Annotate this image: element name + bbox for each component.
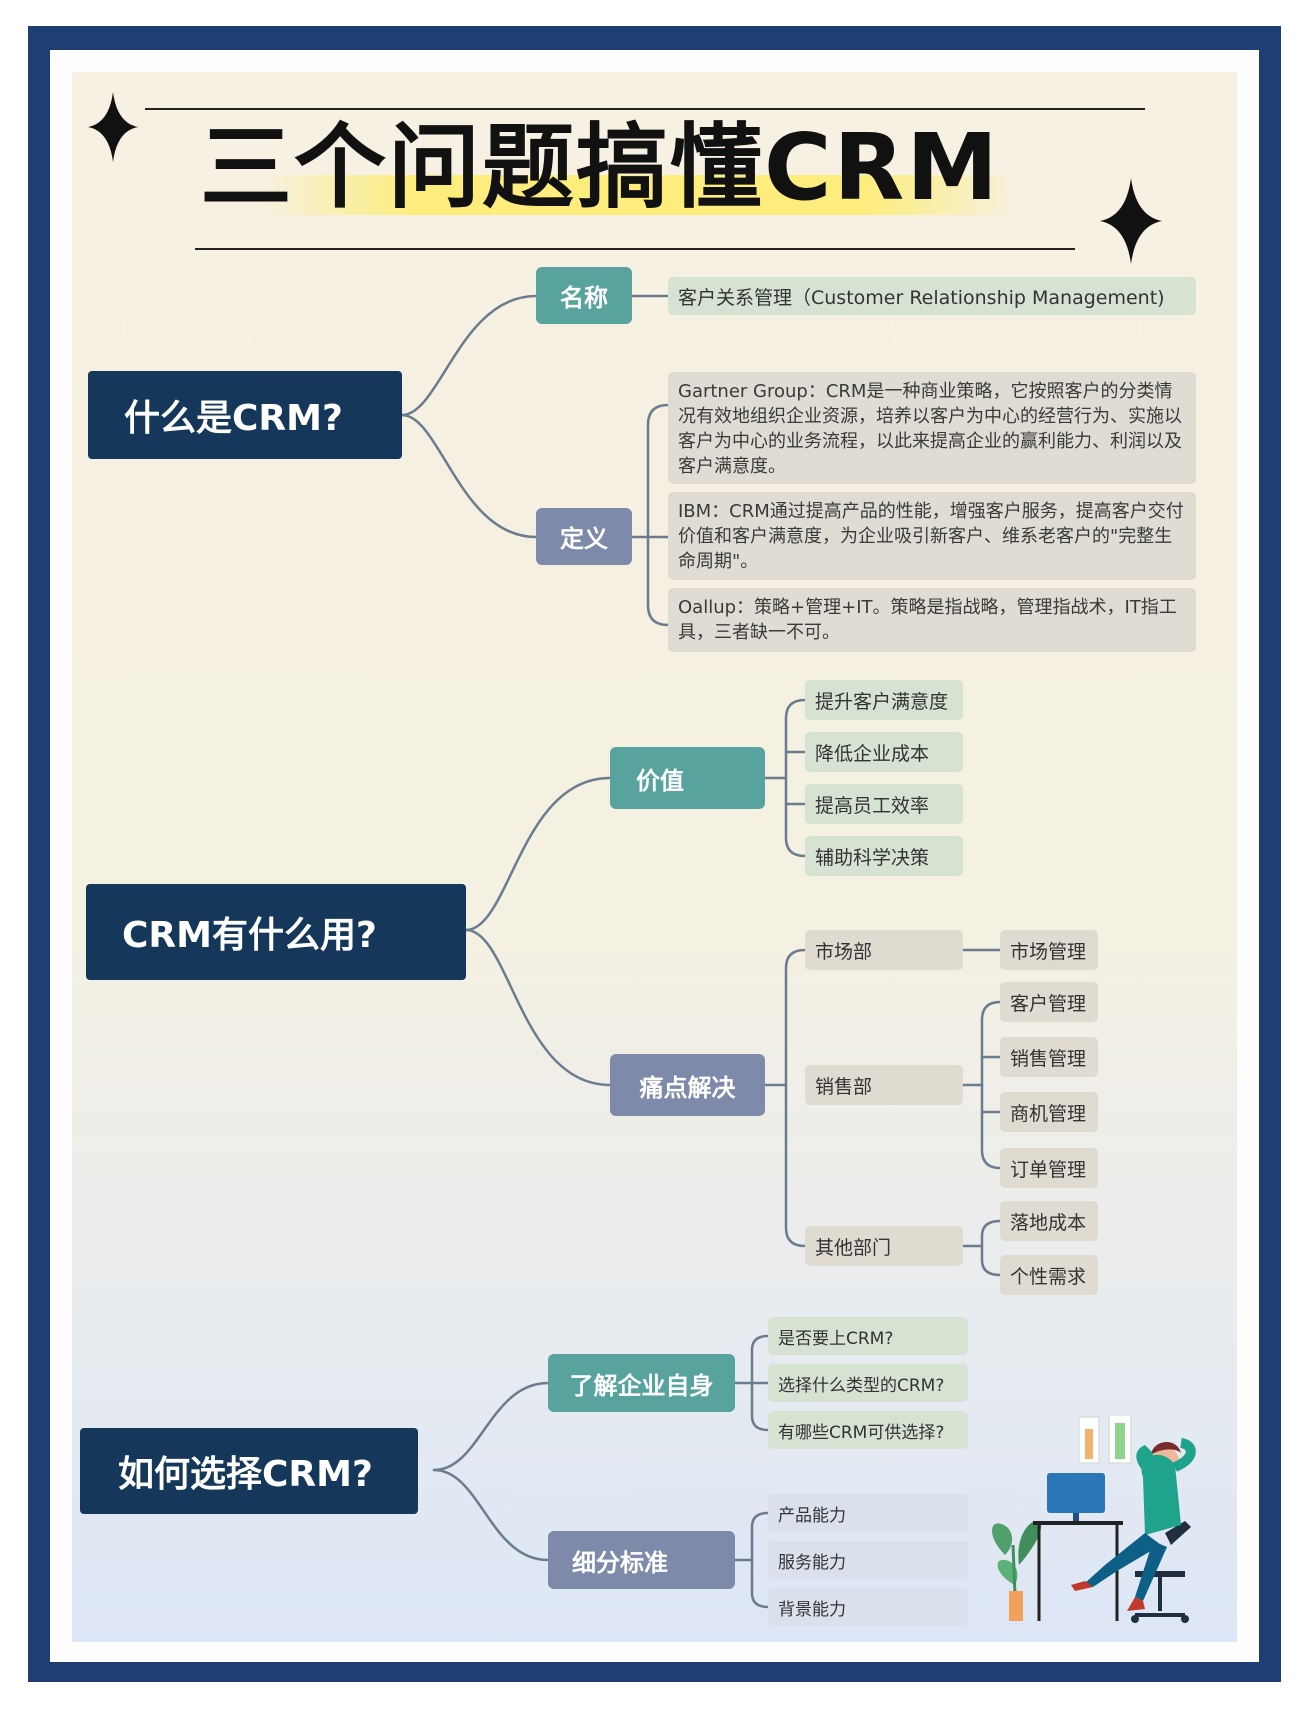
criteria-item: 产品能力 xyxy=(768,1494,968,1532)
value-item: 降低企业成本 xyxy=(805,732,963,772)
sparkle-icon xyxy=(1100,178,1162,264)
dept-item: 市场管理 xyxy=(1000,930,1098,970)
dept-item: 销售管理 xyxy=(1000,1037,1098,1077)
node-know-company: 了解企业自身 xyxy=(548,1354,735,1412)
node-definition: 定义 xyxy=(536,508,632,565)
person-at-desk-illustration xyxy=(992,1415,1196,1623)
sparkle-icon xyxy=(88,92,138,162)
main-node-how-to-choose: 如何选择CRM? xyxy=(80,1428,418,1514)
node-name: 名称 xyxy=(536,267,632,324)
value-item: 提升客户满意度 xyxy=(805,680,963,720)
node-criteria: 细分标准 xyxy=(548,1531,735,1589)
value-item: 辅助科学决策 xyxy=(805,836,963,876)
definition-oallup: Oallup：策略+管理+IT。策略是指战略，管理指战术，IT指工具，三者缺一不… xyxy=(668,588,1196,652)
know-item: 是否要上CRM? xyxy=(768,1317,968,1355)
node-value: 价值 xyxy=(610,747,765,809)
main-node-crm-use: CRM有什么用? xyxy=(86,884,466,980)
criteria-item: 服务能力 xyxy=(768,1541,968,1579)
definition-ibm: IBM：CRM通过提高产品的性能，增强客户服务，提高客户交付价值和客户满意度，为… xyxy=(668,492,1196,580)
title-highlight xyxy=(260,175,1020,215)
dept-item: 客户管理 xyxy=(1000,982,1098,1022)
dept-item: 落地成本 xyxy=(1000,1201,1098,1241)
dept-other: 其他部门 xyxy=(805,1226,963,1266)
dept-item: 订单管理 xyxy=(1000,1148,1098,1188)
dept-marketing: 市场部 xyxy=(805,930,963,970)
dept-sales: 销售部 xyxy=(805,1065,963,1105)
dept-item: 个性需求 xyxy=(1000,1255,1098,1295)
name-value: 客户关系管理（Customer Relationship Management) xyxy=(668,277,1196,315)
main-node-what-is-crm: 什么是CRM? xyxy=(88,371,402,459)
value-item: 提高员工效率 xyxy=(805,784,963,824)
node-pain-points: 痛点解决 xyxy=(610,1054,765,1116)
criteria-item: 背景能力 xyxy=(768,1588,968,1626)
dept-item: 商机管理 xyxy=(1000,1092,1098,1132)
know-item: 选择什么类型的CRM? xyxy=(768,1364,968,1402)
title-bottom-rule xyxy=(195,248,1075,250)
title-top-rule xyxy=(145,108,1145,110)
definition-gartner: Gartner Group：CRM是一种商业策略，它按照客户的分类情况有效地组织… xyxy=(668,372,1196,484)
know-item: 有哪些CRM可供选择? xyxy=(768,1411,968,1449)
page-title: 三个问题搞懂CRM xyxy=(200,114,1000,221)
